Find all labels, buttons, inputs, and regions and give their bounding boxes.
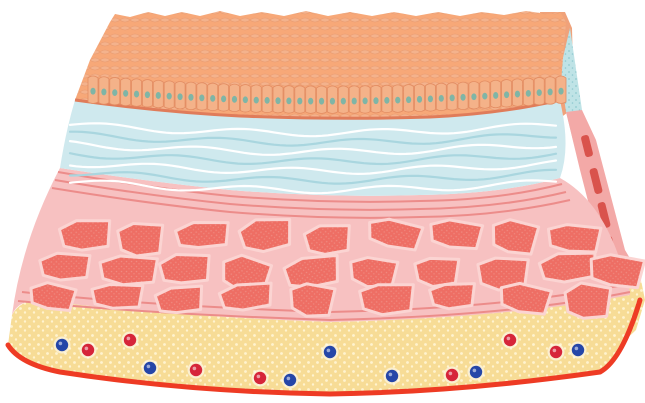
muscle-bundle xyxy=(547,224,601,253)
cell-nucleus xyxy=(417,96,422,103)
cell-nucleus xyxy=(275,97,280,104)
cell-nucleus xyxy=(90,88,95,95)
cell-nucleus xyxy=(188,94,193,101)
cell-nucleus xyxy=(558,88,563,95)
cell-nucleus xyxy=(232,96,237,103)
cell-nucleus xyxy=(504,91,509,98)
cell-nucleus xyxy=(330,98,335,105)
cell-nucleus xyxy=(297,98,302,105)
muscle-bundle xyxy=(359,283,414,316)
vein xyxy=(142,360,159,377)
cell-nucleus xyxy=(471,93,476,100)
cell-nucleus xyxy=(526,90,531,97)
cell-nucleus xyxy=(134,91,139,98)
cell-nucleus xyxy=(177,93,182,100)
cell-nucleus xyxy=(493,92,498,99)
artery xyxy=(502,332,519,349)
muscle-bundle xyxy=(92,284,143,308)
cell-nucleus xyxy=(515,91,520,98)
artery xyxy=(548,344,565,361)
muscle-bundle xyxy=(40,252,91,280)
muscle-bundle xyxy=(118,223,164,257)
cell-nucleus xyxy=(221,95,226,102)
cell-nucleus xyxy=(362,97,367,104)
cell-nucleus xyxy=(265,97,270,104)
artery xyxy=(252,370,269,387)
cell-nucleus xyxy=(254,97,259,104)
cell-nucleus xyxy=(123,90,128,97)
muscle-bundle xyxy=(429,282,476,310)
cell-nucleus xyxy=(319,98,324,105)
cell-nucleus xyxy=(199,94,204,101)
cell-nucleus xyxy=(537,89,542,96)
cell-nucleus xyxy=(341,98,346,105)
vein xyxy=(54,337,71,354)
cell-nucleus xyxy=(384,97,389,104)
muscle-bundle xyxy=(565,283,611,318)
vein xyxy=(322,344,339,361)
vein xyxy=(570,342,587,359)
cell-nucleus xyxy=(450,94,455,101)
vein xyxy=(384,368,401,385)
vein xyxy=(282,372,299,389)
cell-nucleus xyxy=(460,94,465,101)
artery xyxy=(444,367,461,384)
muscle-bundle xyxy=(100,256,157,285)
cell-nucleus xyxy=(406,96,411,103)
cell-nucleus xyxy=(395,97,400,104)
artery xyxy=(188,362,205,379)
vein xyxy=(468,364,485,381)
cell-nucleus xyxy=(373,97,378,104)
cell-nucleus xyxy=(243,96,248,103)
muscle-bundle xyxy=(415,258,460,287)
cell-nucleus xyxy=(145,91,150,98)
cell-nucleus xyxy=(352,98,357,105)
cell-nucleus xyxy=(167,93,172,100)
cell-nucleus xyxy=(482,93,487,100)
cell-nucleus xyxy=(210,95,215,102)
cell-nucleus xyxy=(428,95,433,102)
artery xyxy=(122,332,139,349)
cell-nucleus xyxy=(308,98,313,105)
cell-nucleus xyxy=(439,95,444,102)
cell-nucleus xyxy=(548,89,553,96)
epithelium-layer xyxy=(75,11,566,118)
cell-nucleus xyxy=(156,92,161,99)
artery xyxy=(80,342,97,359)
cell-nucleus xyxy=(112,89,117,96)
cell-nucleus xyxy=(101,89,106,96)
cell-nucleus xyxy=(286,97,291,104)
